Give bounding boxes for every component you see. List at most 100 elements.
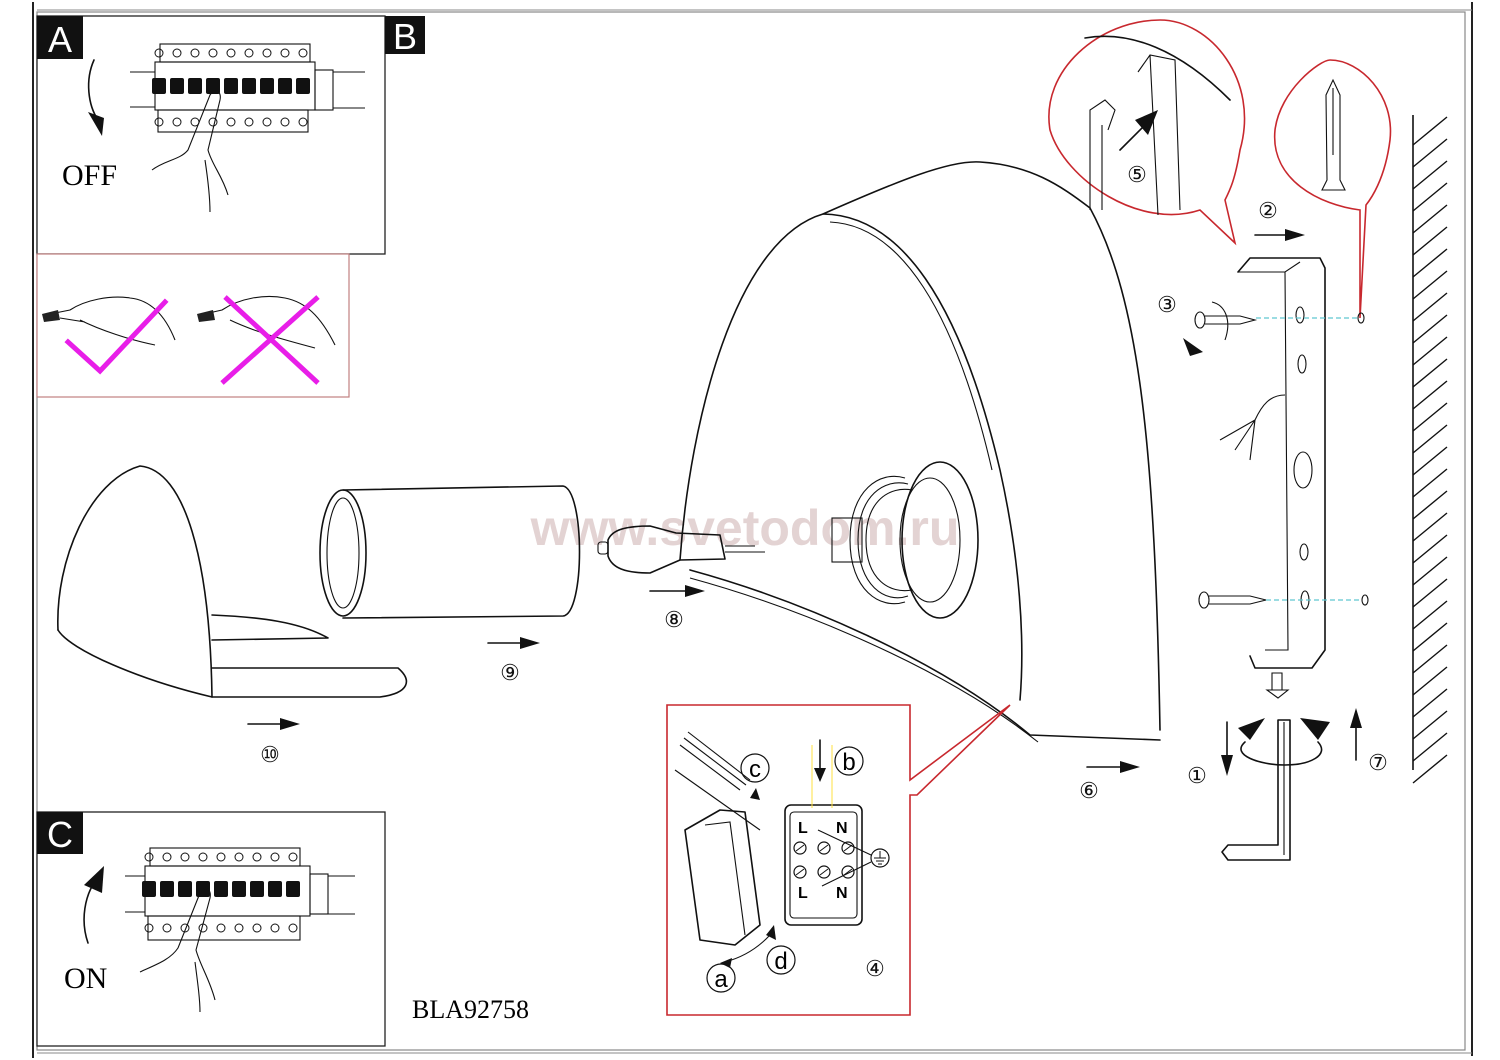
svg-text:⑩: ⑩ [260, 742, 280, 767]
svg-text:④: ④ [865, 956, 885, 981]
watermark: www.svetodom.ru [530, 500, 960, 556]
breaker-toggle [250, 881, 264, 897]
main-housing-part [679, 161, 1161, 743]
terminal-screw [216, 923, 226, 933]
svg-text:⑨: ⑨ [500, 660, 520, 685]
step-10-marker: ⑩ [247, 718, 300, 767]
svg-text:⑥: ⑥ [1079, 778, 1099, 803]
svg-text:③: ③ [1157, 292, 1177, 317]
wiring-detail-callout: L N L N a b c [666, 704, 1011, 1016]
panel-c-power-on: C ON [36, 811, 386, 1047]
hatch-line [1412, 600, 1448, 630]
terminal-screw [190, 48, 200, 58]
terminal-top-n: N [836, 820, 848, 837]
sub-step-a: a [706, 934, 771, 993]
terminal-screw [180, 852, 190, 862]
sub-step-b: b [834, 746, 864, 776]
wall-plug-detail-callout [1273, 59, 1392, 319]
panel-c-label-box [37, 812, 83, 854]
terminal-screw [226, 117, 236, 127]
terminal-screw [180, 923, 190, 933]
on-label: ON [64, 962, 107, 995]
step-2-marker: ② [1254, 198, 1305, 241]
hatch-line [1412, 380, 1448, 410]
mounting-bracket-part [1219, 257, 1326, 699]
step-3-marker: ③ [1157, 292, 1177, 317]
terminal-screw [252, 852, 262, 862]
breaker-toggle [286, 881, 300, 897]
hatch-line [1412, 182, 1448, 212]
hatch-line [1412, 732, 1448, 762]
breaker-toggle [188, 78, 202, 94]
correct-check-icon [64, 298, 169, 375]
terminal-screw [234, 852, 244, 862]
hatch-line [1412, 578, 1448, 608]
step-1-marker: ① [1187, 721, 1233, 788]
panel-a-letter: A [48, 19, 72, 60]
terminal-top-l: L [798, 820, 808, 837]
bulb-handling-panel [36, 253, 350, 398]
terminal-screw [270, 852, 280, 862]
svg-text:②: ② [1258, 198, 1278, 223]
hatch-line [1412, 688, 1448, 718]
svg-text:a: a [714, 966, 728, 993]
breaker-toggle [214, 881, 228, 897]
terminal-screw [252, 923, 262, 933]
terminal-screw [154, 48, 164, 58]
breaker-toggle [152, 78, 166, 94]
terminal-screw [280, 48, 290, 58]
terminal-screw [226, 48, 236, 58]
terminal-screw [288, 923, 298, 933]
wall-hole-icon [1357, 312, 1365, 324]
step-6-marker: ⑥ [1079, 761, 1140, 803]
screw-guide-lines [1256, 312, 1369, 606]
terminal-screw [208, 48, 218, 58]
terminal-screw [270, 923, 280, 933]
breaker-toggle [142, 881, 156, 897]
hatch-line [1412, 754, 1448, 784]
terminal-bottom-l: L [798, 885, 808, 902]
breaker-toggle [170, 78, 184, 94]
terminal-screw [172, 117, 182, 127]
hatch-line [1412, 248, 1448, 278]
step-9-marker: ⑨ [487, 637, 540, 685]
panel-a-power-off: A OFF [36, 15, 386, 255]
breaker-toggle [160, 881, 174, 897]
terminal-bottom-n: N [836, 885, 848, 902]
hatch-line [1412, 270, 1448, 300]
hatch-line [1412, 534, 1448, 564]
terminal-screw [244, 48, 254, 58]
step-7-marker: ⑦ [1350, 708, 1388, 775]
lamp-socket-icon [831, 461, 979, 619]
panel-b-letter: B [393, 16, 417, 57]
terminal-screw [208, 117, 218, 127]
breaker-toggle [232, 881, 246, 897]
terminal-screw [288, 852, 298, 862]
end-cap-part [57, 465, 408, 698]
svg-text:⑦: ⑦ [1368, 750, 1388, 775]
terminal-screw [244, 117, 254, 127]
terminal-screw [234, 923, 244, 933]
breaker-toggle [268, 881, 282, 897]
svg-text:d: d [774, 948, 787, 975]
svg-text:①: ① [1187, 763, 1207, 788]
terminal-screw [162, 852, 172, 862]
hatch-line [1412, 358, 1448, 388]
svg-text:b: b [842, 749, 855, 776]
step-5-marker: ⑤ [1127, 162, 1147, 187]
terminal-screw [144, 923, 154, 933]
hatch-line [1412, 336, 1448, 366]
wall-hole-icon [1361, 594, 1369, 606]
panel-a-label-box [37, 16, 83, 59]
hook-detail-callout [1048, 19, 1246, 246]
terminal-screw [162, 923, 172, 933]
hatch-line [1412, 512, 1448, 542]
breaker-toggle [224, 78, 238, 94]
hatch-line [1412, 468, 1448, 498]
panel-b-label: B [385, 16, 425, 57]
hatch-line [1412, 314, 1448, 344]
hand-icon [151, 90, 229, 213]
step-8-marker: ⑧ [649, 585, 705, 632]
terminal-screw [280, 117, 290, 127]
terminal-screw [172, 48, 182, 58]
